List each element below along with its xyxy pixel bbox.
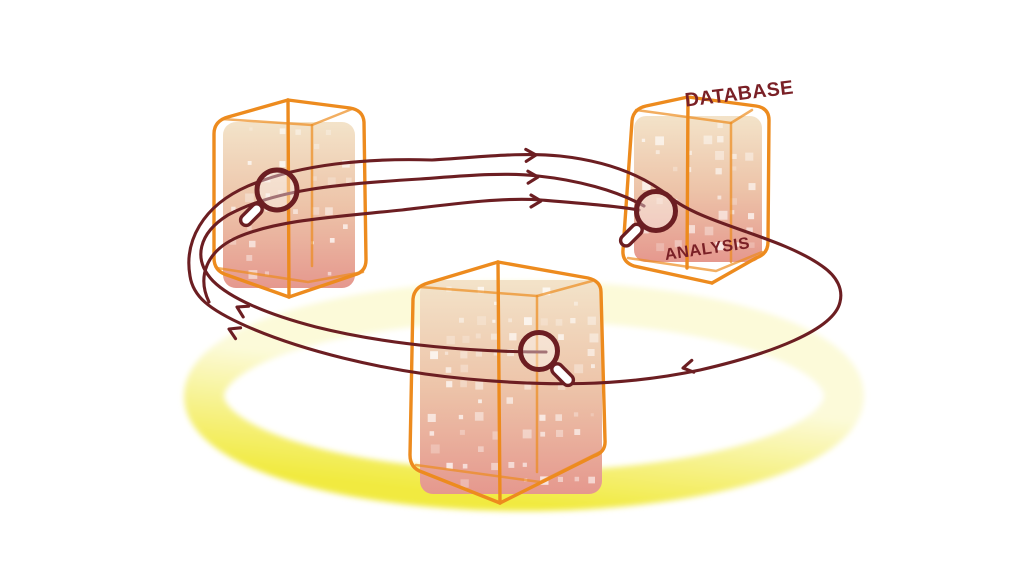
database-label: DATABASE <box>684 76 795 111</box>
box-front-edges <box>212 98 368 299</box>
data-dots <box>641 122 756 252</box>
box-front-edges <box>621 95 771 285</box>
magnifier-icon-right <box>618 189 678 248</box>
flow-arrowhead <box>526 169 540 185</box>
flow-arrowhead <box>524 147 538 163</box>
box-back-edges <box>626 108 764 273</box>
flow-orbit-outer <box>187 152 843 386</box>
magnifier-lens <box>254 167 300 213</box>
flow-arrowhead <box>227 326 243 341</box>
magnifier-handle <box>238 202 264 228</box>
flow-arrowhead <box>681 358 696 374</box>
flow-arrowhead <box>235 304 251 319</box>
database-box-left <box>212 98 368 299</box>
flow-orbit-inner <box>202 197 641 304</box>
flow-arrowhead <box>529 193 543 209</box>
flow-arrowheads <box>227 147 696 374</box>
magnifier-icon-bottom <box>518 330 576 388</box>
magnifier-icon-left <box>238 167 300 228</box>
box-back-edges <box>215 107 365 284</box>
database-box-bottom <box>408 260 607 505</box>
magnifier-lens <box>518 330 560 372</box>
magnifier-lens <box>634 189 678 233</box>
data-panel <box>420 280 602 494</box>
